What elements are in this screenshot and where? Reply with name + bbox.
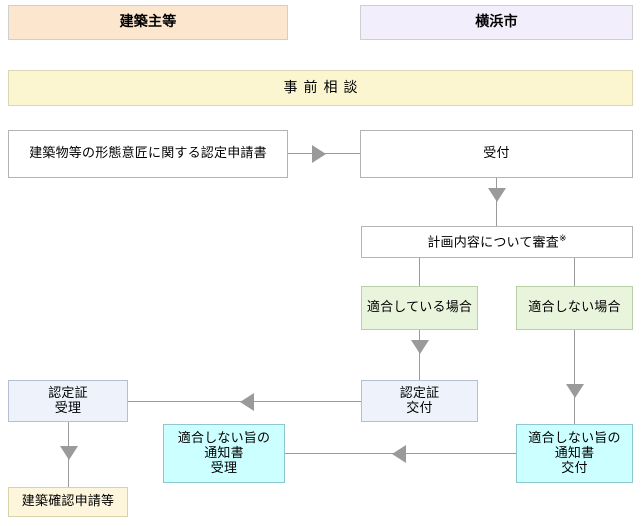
node-nonconforming-case: 適合しない場合 xyxy=(516,286,633,330)
lane-header-applicant: 建築主等 xyxy=(8,5,288,40)
connector-receipt-to-building-confirmation-arrowhead xyxy=(60,446,78,460)
node-building-confirmation-application: 建築確認申請等 xyxy=(8,487,128,517)
connector-notice-issue-to-receipt-arrowhead xyxy=(392,445,406,463)
lane-header-applicant-label: 建築主等 xyxy=(119,14,177,31)
node-certificate-issue: 認定証 交付 xyxy=(361,380,478,422)
connector-conforming-to-certificate-arrowhead xyxy=(411,340,429,354)
node-nonconformance-notice-receipt-label: 適合しない旨の 通知書 受理 xyxy=(177,430,271,477)
node-reception-label: 受付 xyxy=(483,146,510,162)
connector-review-to-nonconforming-line xyxy=(574,258,575,286)
node-nonconformance-notice-receipt: 適合しない旨の 通知書 受理 xyxy=(163,424,285,483)
node-certificate-receipt-label: 認定証 受理 xyxy=(48,385,88,416)
node-building-confirmation-application-label: 建築確認申請等 xyxy=(21,494,115,510)
connector-nonconforming-to-notice-line xyxy=(574,330,575,424)
node-certificate-receipt: 認定証 受理 xyxy=(8,380,128,422)
node-plan-review-label: 計画内容について審査※ xyxy=(427,233,567,250)
connector-certificate-issue-to-receipt-arrowhead xyxy=(240,393,254,411)
node-conforming-case-label: 適合している場合 xyxy=(366,300,473,316)
node-certificate-issue-label: 認定証 交付 xyxy=(399,385,440,416)
connector-application-to-reception-arrowhead xyxy=(312,145,326,163)
node-reception: 受付 xyxy=(360,130,633,178)
node-nonconformance-notice-issue: 適合しない旨の 通知書 交付 xyxy=(516,424,633,483)
lane-header-city-label: 横浜市 xyxy=(475,14,518,31)
node-nonconforming-case-label: 適合しない場合 xyxy=(528,300,621,316)
connector-reception-to-review-arrowhead xyxy=(488,188,506,202)
connector-conforming-to-certificate-line xyxy=(419,330,420,380)
preconsultation-label: 事前相談 xyxy=(283,79,364,96)
node-nonconformance-notice-issue-label: 適合しない旨の 通知書 交付 xyxy=(528,430,621,477)
review-note-mark: ※ xyxy=(558,233,567,244)
node-plan-review: 計画内容について審査※ xyxy=(361,226,633,258)
connector-nonconforming-to-notice-arrowhead xyxy=(566,384,584,398)
lane-header-city: 横浜市 xyxy=(360,5,633,40)
node-conforming-case: 適合している場合 xyxy=(361,286,478,330)
connector-reception-to-review-line xyxy=(496,178,497,226)
node-application-form: 建築物等の形態意匠に関する認定申請書 xyxy=(8,130,288,178)
node-application-form-label: 建築物等の形態意匠に関する認定申請書 xyxy=(29,146,267,162)
connector-review-to-conforming-line xyxy=(419,258,420,286)
preconsultation-band: 事前相談 xyxy=(8,70,633,106)
